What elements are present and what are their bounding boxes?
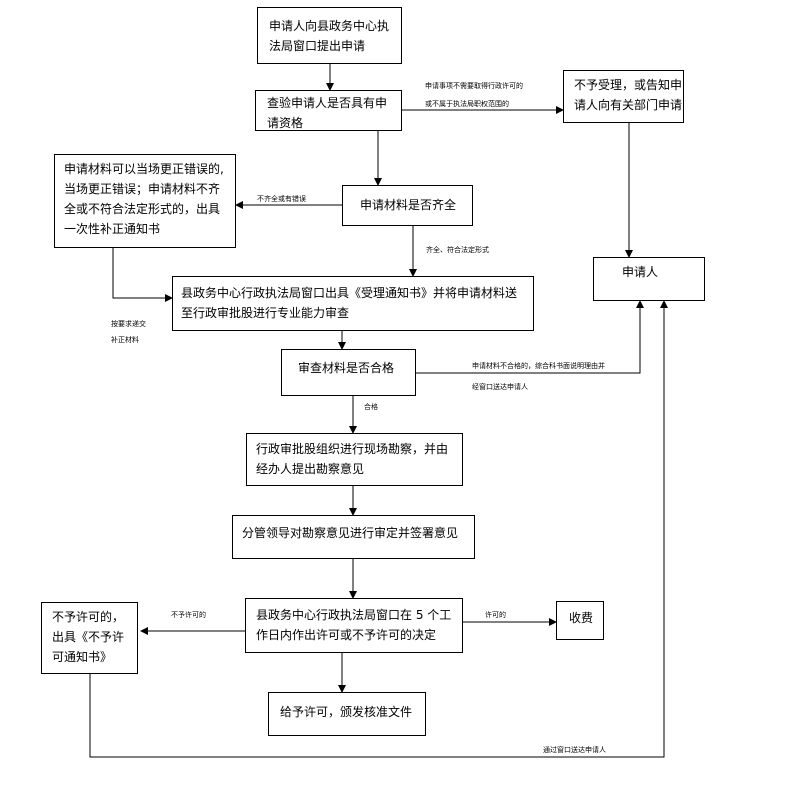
node-apply-line: 法局窗口提出申请 [269, 39, 366, 53]
edge-label-incomplete: 不齐全或有错误 [257, 195, 306, 203]
node-accept-line: 县政务中心行政执法局窗口出具《受理通知书》并将申请材料送 [181, 286, 518, 300]
node-correct-line: 全或不符合法定形式的，出具 [64, 202, 221, 216]
edge-label-unqualified-2: 经窗口送达申请人 [472, 383, 528, 391]
node-grant-line: 给予许可，颁发核准文件 [280, 705, 413, 719]
node-review-qualified: 审查材料是否合格 [281, 349, 416, 396]
node-correct-line: 申请材料可以当场更正错误的, [64, 162, 224, 176]
node-apply: 申请人向县政务中心执 法局窗口提出申请 [257, 7, 402, 64]
node-review-line: 审查材料是否合格 [298, 361, 395, 375]
node-survey-line: 行政审批股组织进行现场勘察，并由 [256, 442, 449, 456]
edge-label-deliver: 通过窗口送达申请人 [543, 746, 606, 754]
node-accept-notice: 县政务中心行政执法局窗口出具《受理通知书》并将申请材料送 至行政审批股进行专业能… [172, 276, 534, 331]
node-applicant-line: 申请人 [622, 265, 659, 279]
edge-label-denied: 不予许可的 [171, 611, 206, 619]
node-fee: 收费 [556, 601, 604, 640]
edge-label-unqualified-1: 申请材料不合格的，综合科书面说明理由并 [472, 362, 605, 370]
node-decision-line: 县政务中心行政执法局窗口在 5 个工 [256, 608, 452, 622]
node-correct-line: 当场更正错误；申请材料不齐 [64, 182, 221, 196]
node-accept-line: 至行政审批股进行专业能力审查 [181, 306, 350, 320]
node-deny-line: 可通知书》 [52, 650, 113, 664]
node-applicant: 申请人 [593, 257, 705, 301]
node-deny-notice: 不予许可的， 出具《不予许 可通知书》 [41, 602, 138, 674]
node-reject-line: 不予受理，或告知申 [574, 78, 683, 92]
node-check-qualification: 查验申请人是否具有申 请资格 [255, 90, 402, 131]
edge-label-permitted: 许可的 [485, 611, 506, 619]
node-deny-line: 不予许可的， [52, 610, 125, 624]
edge-label-resubmit-2: 补正材料 [111, 336, 139, 344]
node-reject: 不予受理，或告知申 请人向有关部门申请 [563, 70, 684, 123]
node-fee-line: 收费 [569, 611, 594, 625]
node-correct-materials: 申请材料可以当场更正错误的, 当场更正错误；申请材料不齐 全或不符合法定形式的，… [54, 154, 236, 248]
edge-label-complete: 齐全、符合法定形式 [426, 246, 489, 254]
node-apply-line: 申请人向县政务中心执 [269, 19, 390, 33]
node-deny-line: 出具《不予许 [52, 630, 125, 644]
edge-label-resubmit-1: 按要求递交 [111, 320, 146, 328]
node-grant: 给予许可，颁发核准文件 [268, 692, 426, 736]
node-reject-line: 请人向有关部门申请 [574, 98, 683, 112]
node-leader-line: 分管领导对勘察意见进行审定并签署意见 [242, 526, 459, 540]
edge-label-reject-2: 或不属于执法局职权范围的 [425, 100, 509, 108]
node-materials-complete: 申请材料是否齐全 [342, 185, 473, 226]
node-decision: 县政务中心行政执法局窗口在 5 个工 作日内作出许可或不予许可的决定 [245, 598, 463, 653]
node-leader-review: 分管领导对勘察意见进行审定并签署意见 [232, 515, 475, 559]
edge-label-reject-1: 申请事项不需要取得行政许可的 [425, 82, 523, 90]
node-check-line: 查验申请人是否具有申 [267, 96, 388, 110]
node-check-line: 请资格 [267, 116, 304, 130]
edge-resubmit-to-accept [112, 248, 173, 302]
node-decision-line: 作日内作出许可或不予许可的决定 [256, 628, 437, 642]
node-correct-line: 一次性补正通知书 [64, 222, 161, 236]
edge-label-qualified: 合格 [364, 403, 378, 411]
edge-unqualified-to-applicant [416, 300, 644, 374]
edge-deny-to-applicant [89, 300, 668, 758]
node-materials-line: 申请材料是否齐全 [360, 198, 457, 212]
node-survey-line: 经办人提出勘察意见 [256, 462, 365, 476]
node-site-survey: 行政审批股组织进行现场勘察，并由 经办人提出勘察意见 [246, 433, 463, 486]
